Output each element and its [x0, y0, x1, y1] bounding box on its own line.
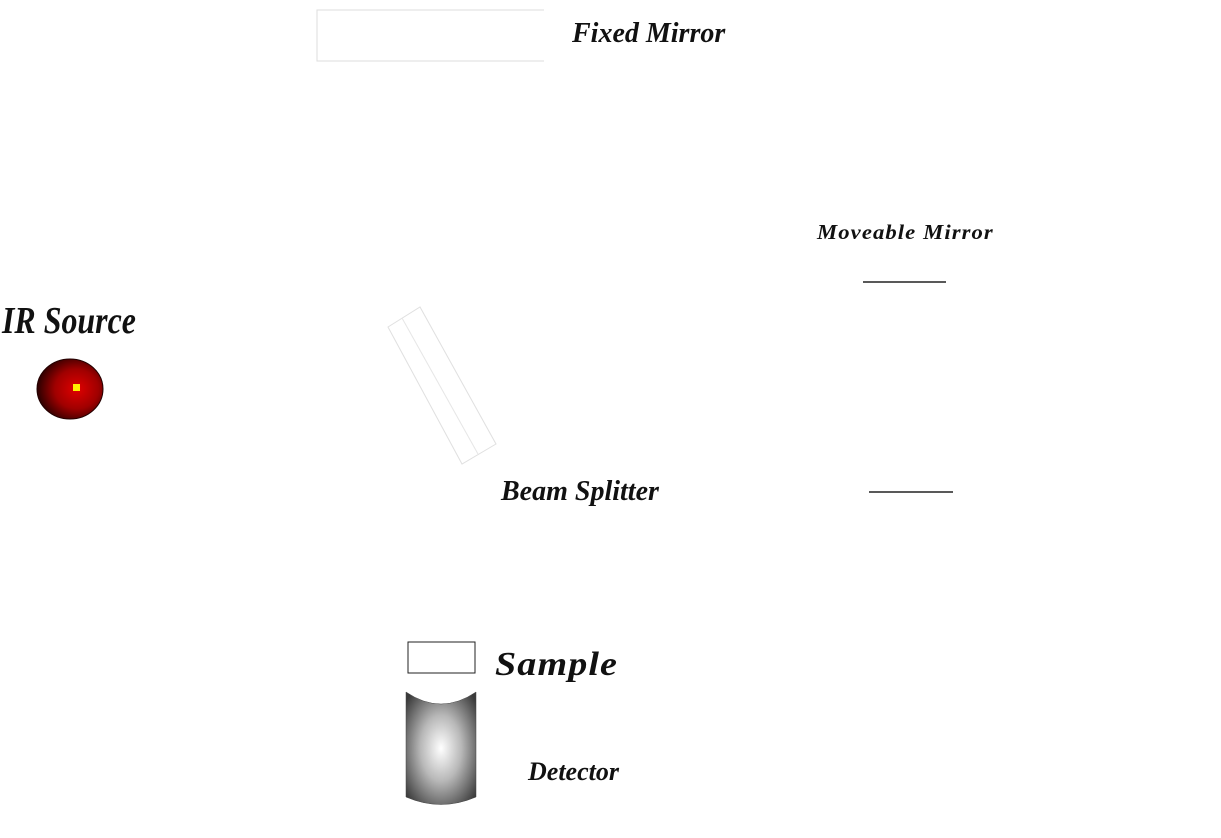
sample-label: Sample [495, 646, 619, 683]
beam-splitter-label: Beam Splitter [501, 476, 659, 507]
fixed-mirror-label: Fixed Mirror [572, 18, 726, 49]
moveable-mirror-label: Moveable Mirror [817, 220, 994, 244]
fixed-mirror [316, 9, 544, 62]
detector-label: Detector [528, 757, 619, 786]
detector-body [405, 691, 477, 805]
sample-cell [407, 641, 476, 674]
beam-splitter [387, 306, 497, 465]
ir-source-label: IR Source [2, 300, 136, 342]
ir-source-lamp [36, 358, 104, 420]
